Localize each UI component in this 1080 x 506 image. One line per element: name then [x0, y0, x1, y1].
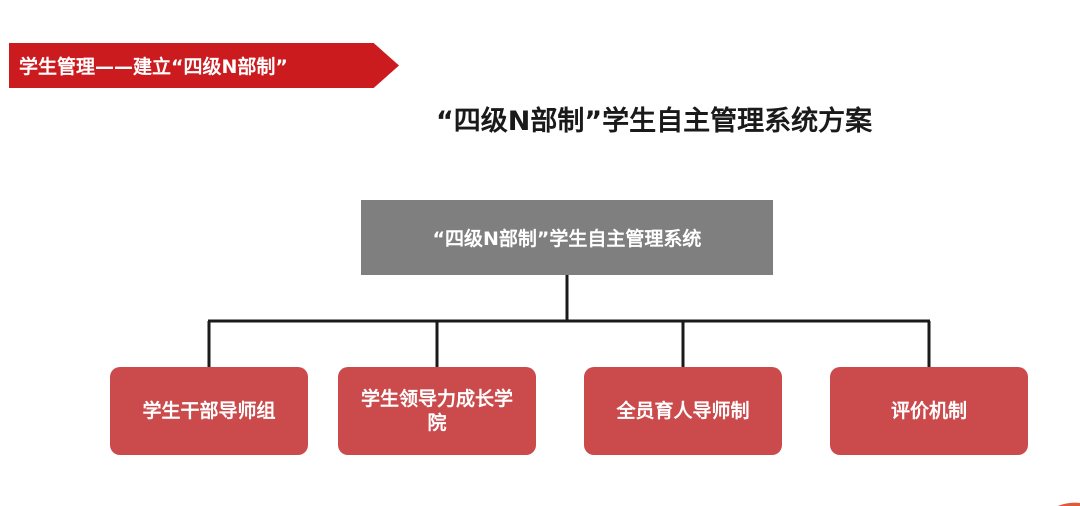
corner-decoration: [1040, 496, 1080, 506]
child-node-evaluation: 评价机制: [830, 367, 1028, 455]
section-banner: 学生管理——建立“四级N部制”: [9, 43, 399, 88]
banner-label: 学生管理——建立“四级N部制”: [19, 56, 288, 78]
page-title: “四级N部制”学生自主管理系统方案: [436, 106, 873, 137]
root-node: “四级N部制”学生自主管理系统: [361, 200, 773, 275]
child-node-leadership-academy: 学生领导力成长学院: [338, 367, 536, 455]
child-node-tutor-system: 全员育人导师制: [584, 367, 782, 455]
child-node-mentor-group: 学生干部导师组: [110, 367, 308, 455]
